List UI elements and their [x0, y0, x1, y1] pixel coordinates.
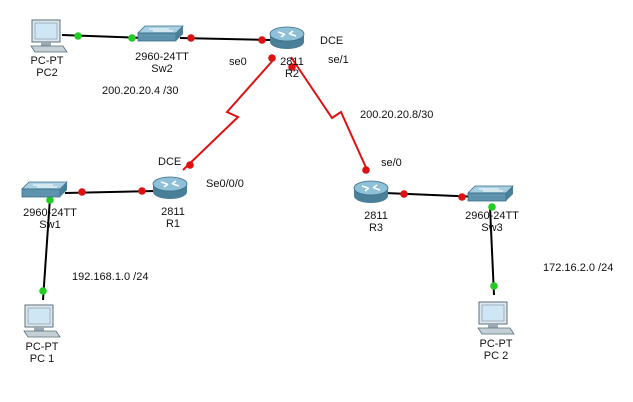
port-light-down	[138, 187, 146, 195]
device-model: 2960-24TT	[465, 210, 519, 222]
network-label: 200.20.20.4 /30	[102, 85, 179, 97]
router-icon-r2[interactable]	[269, 26, 305, 50]
port-light-down	[78, 188, 86, 196]
device-name: R2	[284, 68, 300, 80]
devices	[21, 19, 515, 338]
router-icon-r1[interactable]	[152, 176, 188, 200]
port-light-up	[488, 203, 496, 211]
device-name: PC 1	[29, 353, 55, 365]
device-model: 2960-24TT	[135, 51, 189, 63]
network-label: 200.20.20.8/30	[360, 109, 434, 121]
port-light-down	[268, 54, 276, 62]
device-model: 2811	[280, 56, 304, 68]
device-model: 2811	[364, 210, 388, 222]
interface-label: DCE	[158, 156, 182, 168]
device-model: 2960-24TT	[23, 207, 77, 219]
device-label-pc2b: PC-PT PC 2	[471, 338, 521, 362]
port-light-down	[288, 63, 296, 71]
port-lights	[39, 32, 498, 295]
port-light-down	[258, 36, 266, 44]
link-sw1-pc1[interactable]	[42, 197, 51, 301]
port-light-up	[490, 282, 498, 290]
switch-icon-sw2[interactable]	[137, 25, 184, 42]
interface-label: Se0/0/0	[206, 178, 244, 190]
port-light-down	[186, 161, 194, 169]
device-label-sw3: 2960-24TT Sw3	[456, 210, 528, 234]
device-model: PC-PT	[25, 341, 59, 353]
device-label-r1: 2811 R1	[153, 206, 193, 230]
device-model: PC-PT	[30, 55, 64, 67]
port-light-up	[128, 34, 136, 42]
interface-label: se/0	[381, 157, 402, 169]
device-name: R3	[368, 222, 384, 234]
device-name: PC2	[36, 67, 58, 79]
device-label-pc2: PC-PT PC2	[22, 55, 72, 79]
device-label-pc1: PC-PT PC 1	[17, 341, 67, 365]
device-model: 2811	[161, 206, 185, 218]
device-name: R1	[165, 218, 181, 230]
link-r2-r1-serial[interactable]	[182, 57, 276, 171]
device-label-r2: 2811 R2	[272, 56, 312, 80]
port-light-down	[362, 166, 370, 174]
pc-icon-pc2[interactable]	[30, 19, 68, 53]
switch-icon-sw3[interactable]	[467, 185, 514, 202]
device-label-sw1: 2960-24TT Sw1	[14, 207, 86, 231]
link-r2-r3-serial[interactable]	[290, 56, 369, 173]
device-model: PC-PT	[479, 338, 513, 350]
network-label: 172.16.2.0 /24	[543, 262, 614, 274]
device-name: PC 2	[483, 350, 509, 362]
link-sw3-pc2[interactable]	[489, 206, 495, 296]
port-light-down	[400, 190, 408, 198]
device-label-sw2: 2960-24TT Sw2	[126, 51, 198, 75]
port-light-down	[458, 193, 466, 201]
device-name: Sw3	[481, 222, 503, 234]
device-name: Sw2	[151, 63, 173, 75]
router-icon-r3[interactable]	[353, 180, 389, 204]
pc-icon-pc1[interactable]	[23, 304, 61, 338]
links	[42, 34, 495, 301]
port-light-down	[187, 34, 195, 42]
network-label: 192.168.1.0 /24	[72, 271, 149, 283]
port-light-up	[46, 196, 54, 204]
interface-label: se/1	[328, 54, 349, 66]
device-name: Sw1	[39, 219, 61, 231]
interface-label: DCE	[320, 35, 344, 47]
interface-label: se0	[229, 56, 247, 68]
pc-icon-pc2b[interactable]	[477, 301, 515, 335]
device-label-r3: 2811 R3	[356, 210, 396, 234]
port-light-up	[39, 287, 47, 295]
port-light-up	[74, 32, 82, 40]
link-sw2-r2[interactable]	[179, 37, 271, 41]
switch-icon-sw1[interactable]	[21, 181, 68, 198]
